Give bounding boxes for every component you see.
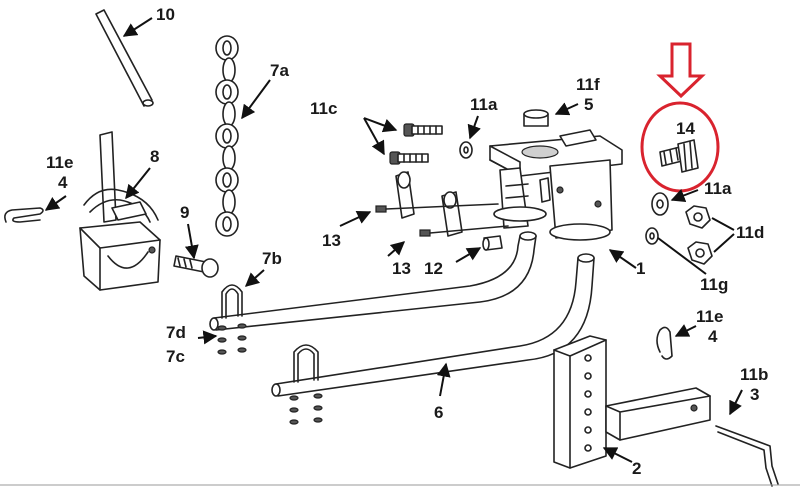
chain-link (215, 123, 239, 149)
label-11a-top: 11a (470, 95, 498, 114)
label-9: 9 (180, 203, 189, 222)
chain-link (222, 189, 236, 215)
part-8-bracket (79, 131, 161, 291)
highlight-arrow-14 (656, 42, 706, 99)
part-14-stud (659, 139, 699, 173)
chain-link (222, 101, 236, 127)
chain-link (215, 211, 239, 237)
part-7c-7d-nuts (217, 323, 323, 425)
part-11a-washer-right (651, 192, 669, 216)
label-10: 10 (156, 5, 175, 24)
part-13-links (375, 171, 509, 237)
label-13-b: 13 (392, 259, 411, 278)
label-11c: 11c (310, 99, 337, 118)
part-11f-spacer (523, 109, 549, 127)
part-7a-chain (215, 35, 239, 237)
chain-link-hole (222, 172, 232, 188)
part-11e-clip-left (4, 207, 44, 223)
label-11b: 11b (740, 365, 768, 384)
label-2: 2 (632, 459, 641, 478)
leader-arrows (44, 17, 743, 463)
label-5: 5 (584, 95, 593, 114)
label-11g: 11g (700, 275, 728, 294)
chain-link (222, 145, 236, 171)
label-11e-left: 11e (46, 153, 73, 172)
label-11a-right: 11a (704, 179, 732, 198)
part-1-hitch-head (489, 129, 623, 241)
label-7c: 7c (166, 347, 185, 366)
label-13-a: 13 (322, 231, 341, 250)
part-11d-nuts (685, 205, 713, 265)
chain-link (215, 35, 239, 61)
chain-link (215, 167, 239, 193)
chain-link-hole (222, 84, 232, 100)
part-2-shank (553, 335, 711, 469)
label-6: 6 (434, 403, 443, 422)
label-7a: 7a (270, 61, 289, 80)
part-11g-lock-washer (645, 227, 659, 245)
part-11c-bolts (389, 123, 443, 165)
part-11b-hitch-pin (715, 425, 779, 487)
label-1: 1 (636, 259, 645, 278)
label-14: 14 (676, 119, 695, 138)
label-11d: 11d (736, 223, 764, 242)
part-labels: 10 7a 11c 11a 11f 5 14 11e 4 8 9 11a 11d… (46, 5, 768, 478)
label-8: 8 (150, 147, 159, 166)
label-7b: 7b (262, 249, 282, 268)
label-4-left: 4 (58, 173, 68, 192)
label-7d: 7d (166, 323, 186, 342)
chain-link-hole (222, 216, 232, 232)
part-6-spring-bars (209, 231, 595, 397)
label-3: 3 (750, 385, 759, 404)
part-10-rod (95, 9, 154, 107)
chain-link (215, 79, 239, 105)
chain-link (222, 57, 236, 83)
part-7b-ubolts (221, 284, 319, 383)
label-4-right: 4 (708, 327, 718, 346)
chain-link-hole (222, 40, 232, 56)
part-9-pin (173, 255, 219, 278)
label-11e-right: 11e (696, 307, 723, 326)
part-11a-washer-top (459, 141, 473, 159)
label-11f: 11f (576, 75, 600, 94)
part-11e-clip-right (656, 326, 673, 360)
label-12: 12 (424, 259, 443, 278)
part-12-bushing (482, 235, 503, 251)
chain-link-hole (222, 128, 232, 144)
